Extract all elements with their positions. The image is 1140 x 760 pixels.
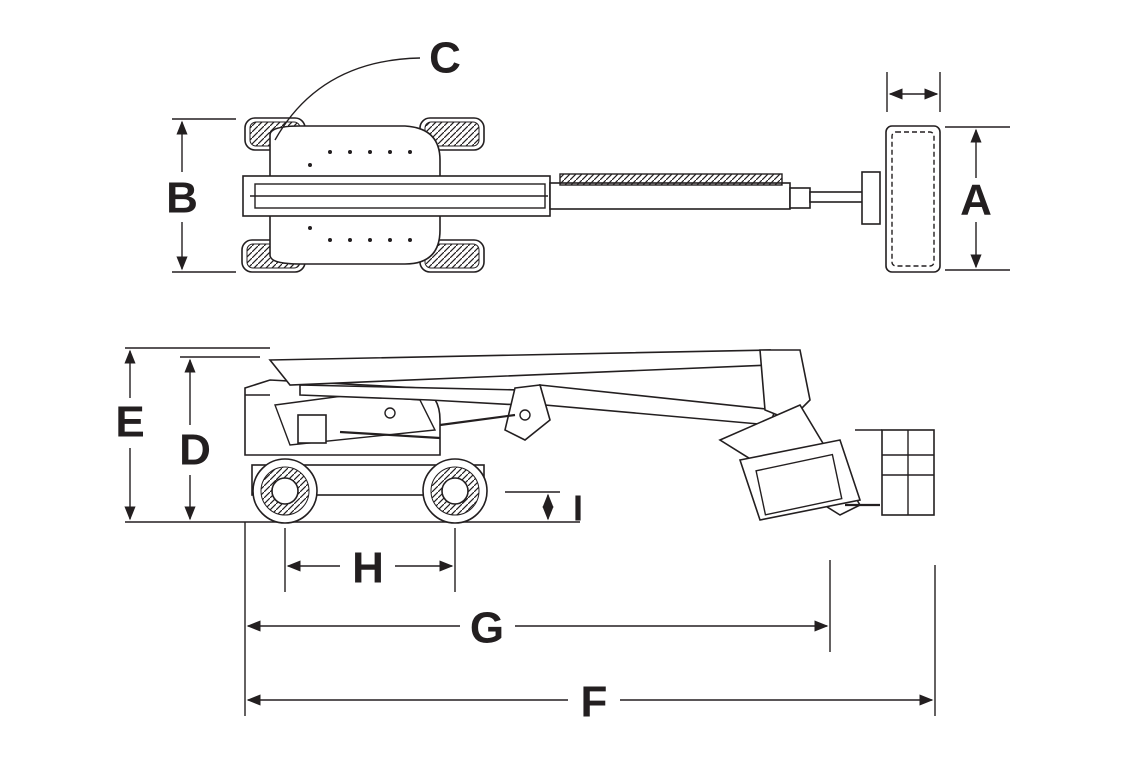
dimension-g: G bbox=[244, 522, 831, 716]
body-rivets bbox=[308, 150, 412, 242]
riser-boom bbox=[299, 384, 521, 406]
label-g: G bbox=[470, 604, 504, 653]
label-d: D bbox=[179, 426, 211, 475]
lower-boom bbox=[538, 384, 777, 426]
upper-boom bbox=[268, 349, 771, 386]
label-c: C bbox=[429, 34, 461, 83]
dimension-d: D bbox=[179, 356, 260, 521]
platform-top bbox=[885, 125, 941, 273]
dimension-platform-width bbox=[886, 72, 941, 112]
dimension-e: E bbox=[115, 347, 270, 521]
label-i: I bbox=[573, 488, 583, 529]
side-view: E D I H G bbox=[115, 347, 936, 727]
dimension-i: I bbox=[505, 488, 583, 529]
top-view: A B C bbox=[166, 34, 1010, 273]
dimension-b: B bbox=[166, 118, 236, 273]
dimension-f: F bbox=[246, 565, 936, 727]
boom-extension bbox=[549, 182, 791, 210]
label-a: A bbox=[960, 176, 992, 225]
wheel-icon bbox=[252, 458, 488, 524]
label-b: B bbox=[166, 174, 198, 223]
dimension-h: H bbox=[284, 528, 456, 593]
label-h: H bbox=[352, 544, 384, 593]
label-f: F bbox=[581, 678, 608, 727]
ladder bbox=[559, 173, 783, 186]
label-e: E bbox=[115, 398, 144, 447]
jib bbox=[809, 191, 869, 203]
dimension-a: A bbox=[945, 126, 1010, 271]
dimension-c: C bbox=[274, 34, 461, 141]
